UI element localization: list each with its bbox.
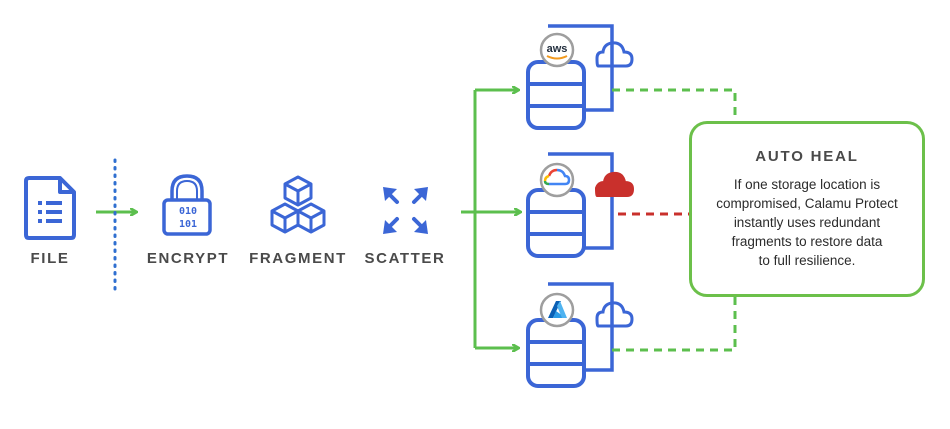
cloud-alert-icon: [594, 171, 635, 197]
storage-node-aws: aws: [526, 24, 634, 130]
database-icon: [526, 318, 586, 388]
storage-node-google-cloud: [526, 152, 635, 258]
file-icon: [24, 176, 76, 240]
scatter-branch-arrows: [461, 90, 520, 348]
azure-logo-icon: [539, 292, 575, 328]
svg-text:010: 010: [179, 206, 197, 217]
aws-logo-icon: aws: [539, 32, 575, 68]
google-cloud-logo-icon: [539, 162, 575, 198]
auto-heal-title: AUTO HEAL: [755, 148, 859, 165]
step-label-encrypt: ENCRYPT: [146, 250, 230, 267]
svg-text:101: 101: [179, 219, 197, 230]
cloud-icon: [595, 41, 634, 68]
heal-connector-lines: [612, 88, 737, 352]
svg-text:aws: aws: [547, 43, 568, 55]
step-label-fragment: FRAGMENT: [249, 250, 347, 267]
scatter-arrows-icon: [383, 187, 428, 234]
cloud-icon: [595, 301, 634, 328]
auto-heal-description: If one storage location is compromised, …: [716, 177, 898, 268]
step-label-file: FILE: [30, 250, 70, 267]
database-icon: [526, 188, 586, 258]
auto-heal-box: AUTO HEAL If one storage location is com…: [689, 121, 925, 297]
fragment-cubes-icon: [270, 175, 326, 234]
database-icon: [526, 60, 586, 130]
encrypt-lock-icon: 010 101: [162, 174, 212, 236]
step-label-scatter: SCATTER: [364, 250, 446, 267]
storage-node-azure: [526, 282, 634, 388]
